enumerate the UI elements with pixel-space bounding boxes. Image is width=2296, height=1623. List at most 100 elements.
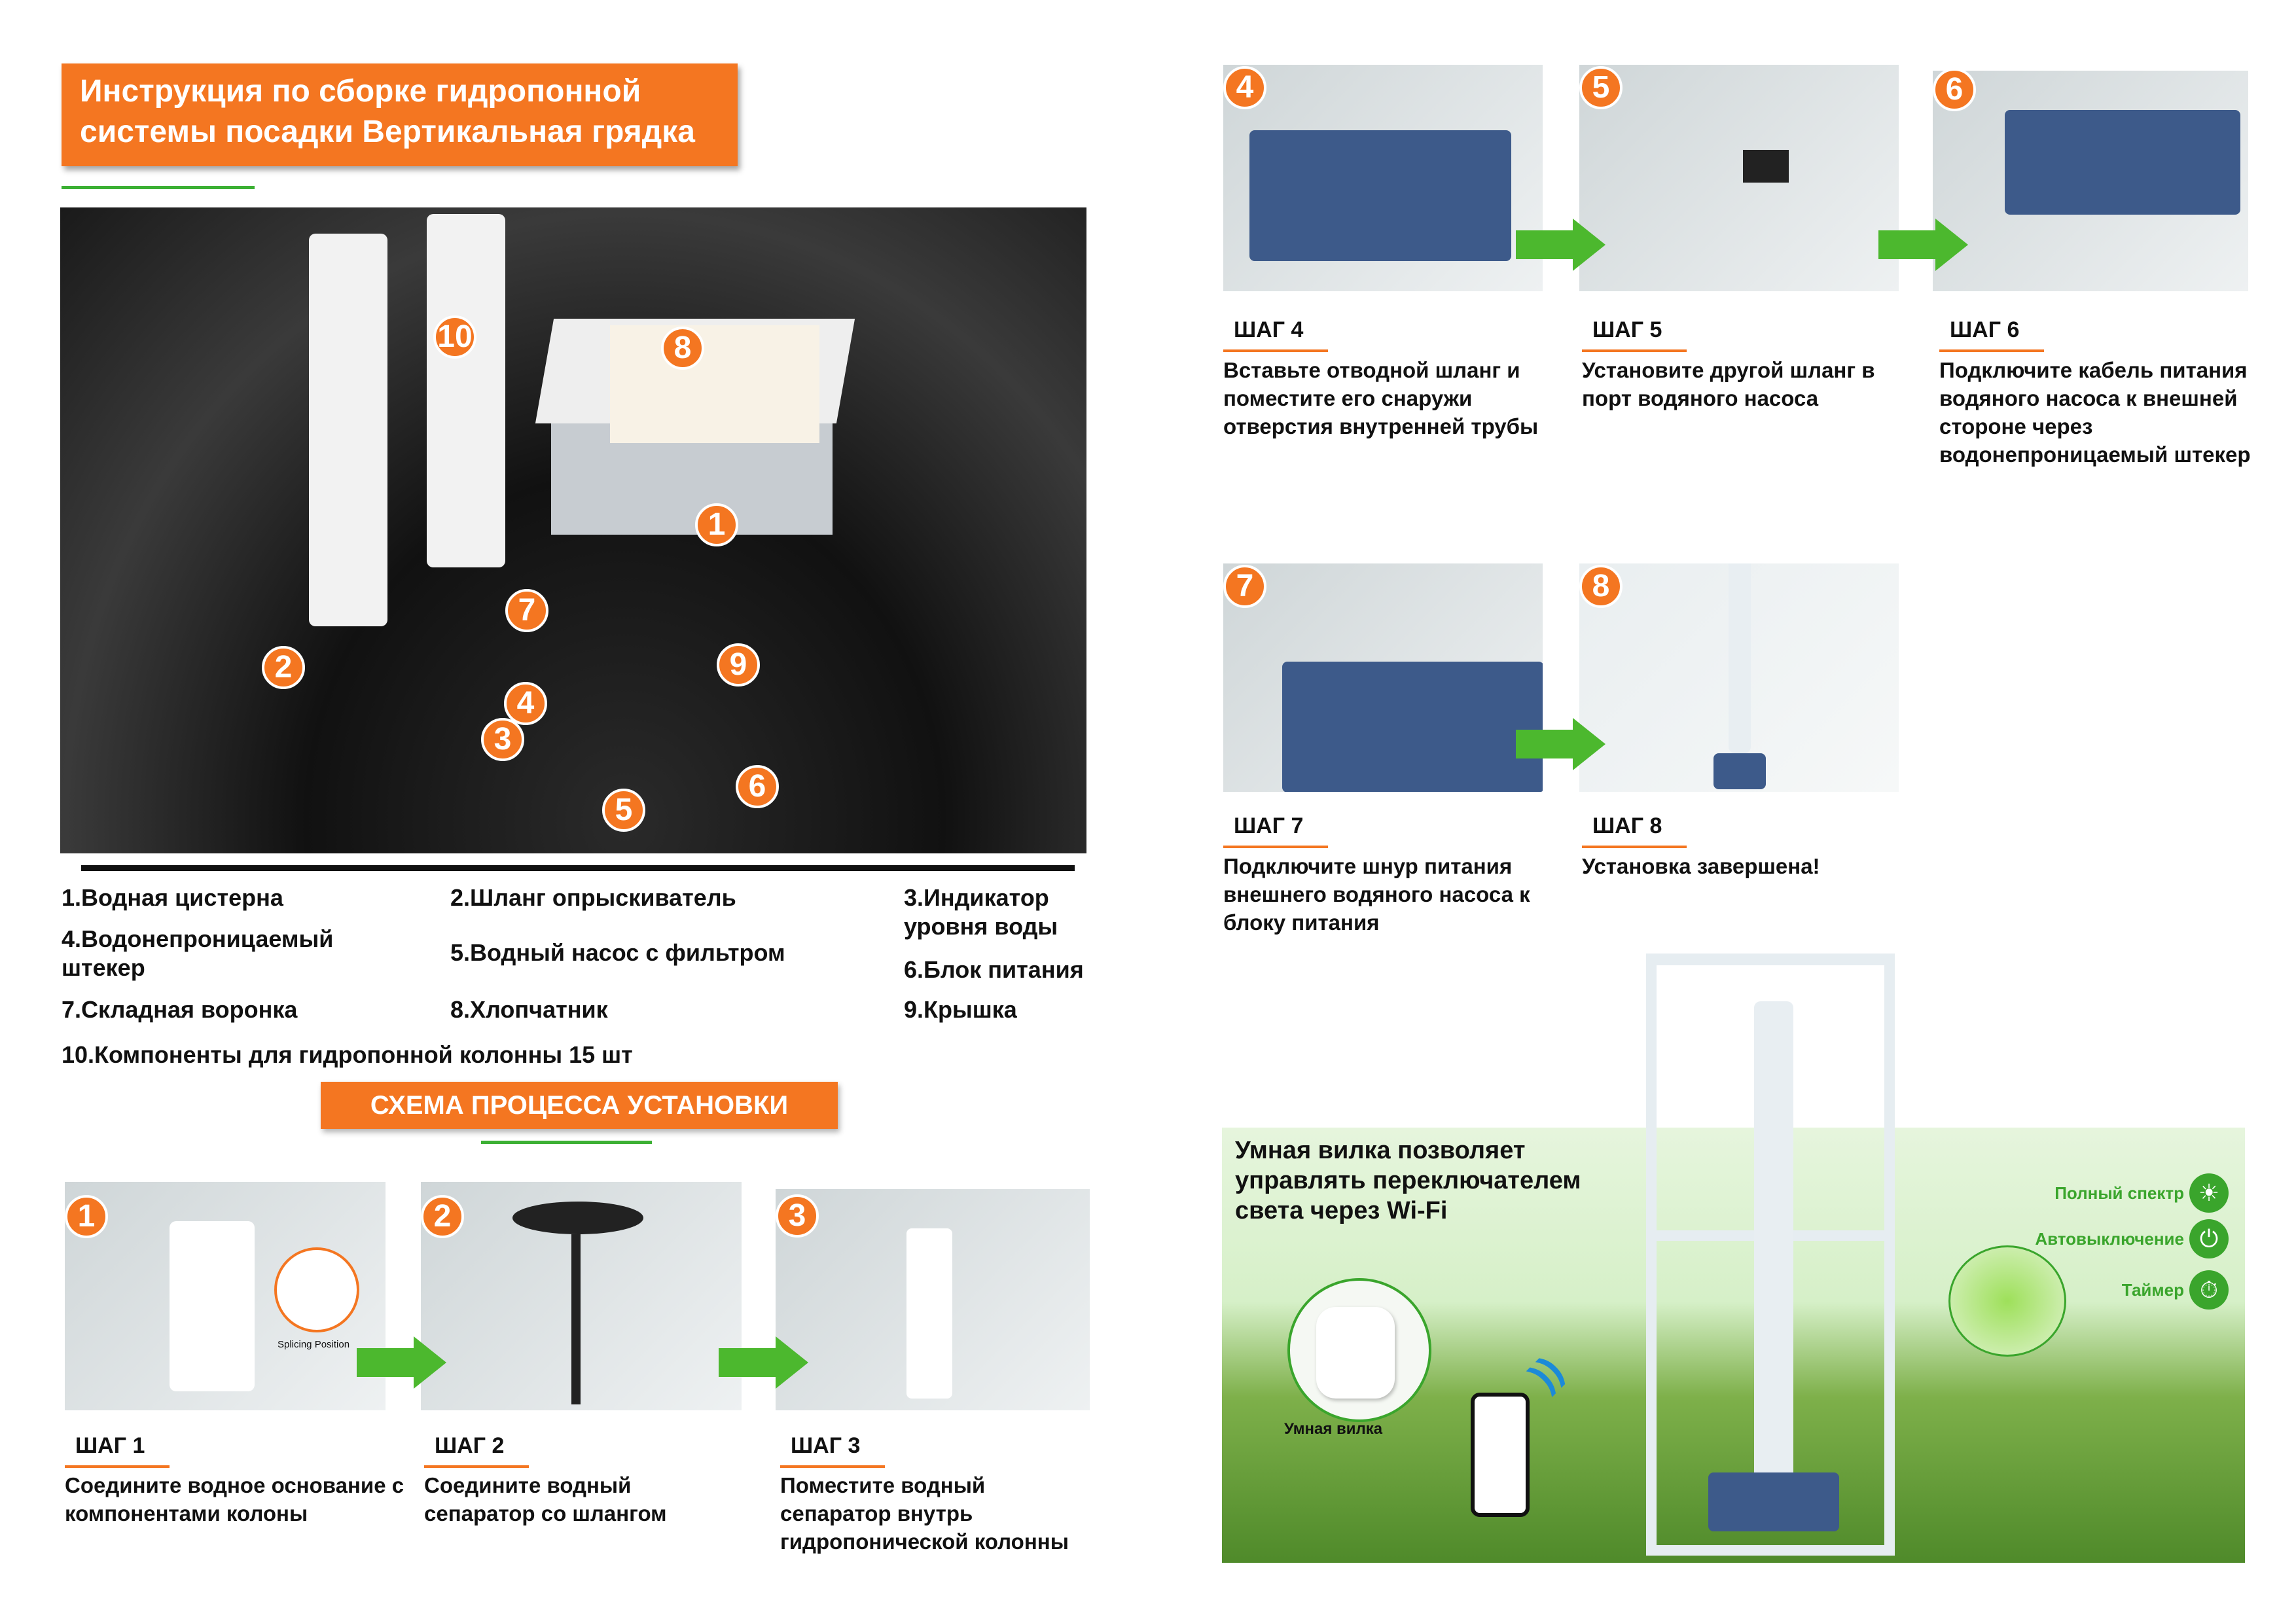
step-label: ШАГ 6 [1939, 317, 2044, 352]
smart-plug-image [1287, 1278, 1431, 1422]
part-item: 2.Шланг опрыскиватель [450, 884, 736, 911]
step-text: Соедините водное основание с компонентам… [65, 1473, 404, 1525]
part-item: 9.Крышка [904, 996, 1017, 1023]
badge-10: 10 [433, 315, 476, 359]
step-label: ШАГ 3 [780, 1433, 885, 1468]
separator-image [512, 1202, 643, 1234]
power-icon: ⏻ [2189, 1219, 2229, 1258]
tank-image [1249, 130, 1511, 261]
part-item: 6.Блок питания [904, 956, 1084, 983]
page-title: Инструкция по сборке гидропонной системы… [62, 63, 738, 166]
installation-schema-heading: СХЕМА ПРОЦЕССА УСТАНОВКИ [321, 1082, 838, 1129]
splicing-zoom-circle [274, 1247, 359, 1332]
part-item: 4.Водонепроницаемый штекер [62, 925, 334, 981]
arrow-icon [414, 1336, 446, 1389]
step-4-image: 4 [1223, 65, 1543, 291]
step-badge: 1 [65, 1195, 108, 1238]
step-text: Поместите водный сепаратор внутрь гидроп… [780, 1473, 1069, 1554]
step-badge: 8 [1579, 565, 1623, 608]
step-label: ШАГ 1 [65, 1433, 170, 1468]
tank-image [1282, 662, 1543, 792]
part-item: 7.Складная воронка [62, 996, 298, 1023]
cotton-image [610, 325, 819, 443]
title-underline [62, 186, 255, 189]
arrow-icon [1516, 730, 1575, 758]
badge-9: 9 [717, 643, 760, 687]
badge-8: 8 [661, 327, 704, 370]
step-badge: 5 [1579, 66, 1623, 109]
components-photo: 10 8 1 2 3 7 4 5 9 6 [60, 207, 1086, 853]
part-item: 5.Водный насос с фильтром [450, 939, 785, 966]
feature-label: Автовыключение [2035, 1229, 2184, 1249]
arrow-icon [1573, 718, 1605, 770]
arrow-icon [719, 1348, 778, 1377]
part-item: 1.Водная цистерна [62, 884, 283, 911]
badge-5: 5 [602, 789, 645, 832]
step-text: Установите другой шланг в порт водяного … [1582, 358, 1875, 410]
step-6-image: 6 [1933, 71, 2248, 291]
banner-headline: Умная вилка позволяет управлять переключ… [1235, 1137, 1581, 1224]
badge-1: 1 [695, 503, 738, 546]
arrow-icon [776, 1336, 808, 1389]
tank-image [1708, 1472, 1839, 1531]
step-2-image: 2 [421, 1182, 742, 1410]
step-text: Вставьте отводной шланг и поместите его … [1223, 358, 1539, 438]
column-parts-image [427, 214, 505, 567]
step-badge: 7 [1223, 565, 1266, 608]
arrow-icon [1878, 230, 1937, 259]
timer-icon: ⏱ [2189, 1270, 2229, 1310]
schema-underline [481, 1141, 652, 1144]
step-badge: 3 [776, 1194, 819, 1238]
pump-image [1743, 150, 1789, 183]
splicing-position-label: Splicing Position [278, 1339, 350, 1350]
step-badge: 2 [421, 1195, 464, 1238]
step-badge: 6 [1933, 71, 1976, 111]
step-label: ШАГ 8 [1582, 813, 1687, 848]
tower-frame-image [1646, 954, 1895, 1556]
badge-3: 3 [481, 718, 524, 761]
step-3-image: 3 [776, 1189, 1090, 1410]
smart-plug-banner: Умная вилка позволяет управлять переключ… [1222, 1128, 2245, 1563]
column-parts-image [309, 234, 387, 626]
arrow-icon [1935, 219, 1968, 271]
column-image [906, 1228, 952, 1399]
badge-6: 6 [736, 765, 779, 808]
wifi-icon: )) [1521, 1347, 1571, 1398]
step-label: ШАГ 2 [424, 1433, 529, 1468]
step-text: Установка завершена! [1582, 854, 1820, 878]
tower-image [1754, 1001, 1793, 1499]
divider [81, 865, 1075, 871]
feature-label: Полный спектр [2054, 1183, 2184, 1203]
arrow-icon [1573, 219, 1605, 271]
plug-caption: Умная вилка [1284, 1420, 1383, 1438]
step-label: ШАГ 5 [1582, 317, 1687, 352]
step-text: Подключите кабель питания водяного насос… [1939, 358, 2251, 467]
badge-4: 4 [504, 682, 547, 725]
badge-7: 7 [505, 589, 548, 632]
step-text: Подключите шнур питания внешнего водяног… [1223, 854, 1530, 935]
badge-2: 2 [262, 646, 305, 689]
step-label: ШАГ 7 [1223, 813, 1328, 848]
sun-icon: ☀ [2189, 1173, 2229, 1213]
feature-label: Таймер [2121, 1280, 2184, 1300]
tower-image [1729, 563, 1751, 753]
step-badge: 4 [1223, 66, 1266, 109]
arrow-icon [1516, 230, 1575, 259]
step-label: ШАГ 4 [1223, 317, 1328, 352]
hose-image [571, 1234, 581, 1404]
phone-image [1471, 1393, 1530, 1517]
step-1-image: 1 Splicing Position [65, 1182, 386, 1410]
step-7-image: 7 [1223, 563, 1543, 792]
arrow-icon [357, 1348, 416, 1377]
column-image [170, 1221, 255, 1391]
part-item: 10.Компоненты для гидропонной колонны 15… [62, 1041, 633, 1068]
plant-image [1948, 1245, 2066, 1357]
step-5-image: 5 [1579, 65, 1899, 291]
step-8-image: 8 [1579, 563, 1899, 792]
tank-image [1713, 753, 1766, 789]
title-line-2: системы посадки Вертикальная грядка [80, 115, 695, 149]
part-item: 3.Индикатор уровня воды [904, 884, 1058, 940]
tank-image [2005, 110, 2240, 215]
part-item: 8.Хлопчатник [450, 996, 608, 1023]
step-text: Соедините водный сепаратор со шлангом [424, 1473, 667, 1525]
